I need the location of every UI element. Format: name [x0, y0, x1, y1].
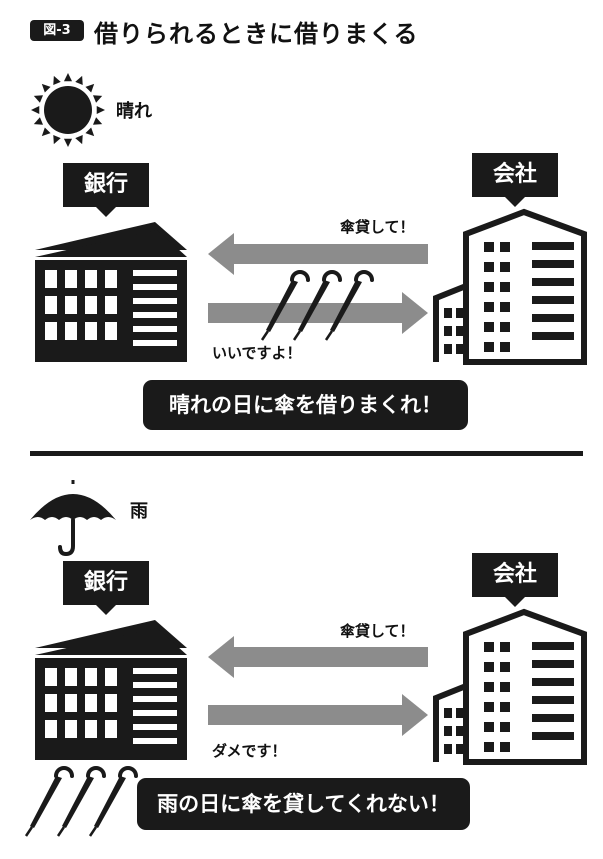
bank-building-icon: [35, 620, 187, 760]
response-label-sunny: いいですよ！: [212, 344, 302, 362]
conclusion-banner-rainy: 雨の日に傘を貸してくれない！: [137, 778, 470, 830]
sun-icon: [31, 73, 105, 147]
bank-label-tag: 銀行: [63, 561, 149, 605]
weather-label-sunny: 晴れ: [116, 101, 152, 122]
section-divider: [30, 451, 583, 456]
company-building-icon: [433, 608, 587, 765]
closed-umbrellas-icon: [24, 766, 138, 837]
arrow-right-icon: [208, 694, 428, 736]
bank-label-pointer: [96, 605, 116, 615]
response-label-rainy: ダメです！: [212, 742, 287, 760]
bank-label-tag: 銀行: [63, 163, 149, 207]
company-label-pointer: [505, 597, 525, 607]
request-label-rainy: 傘貸して！: [340, 622, 415, 640]
umbrella-icon: [30, 480, 116, 557]
weather-label-rainy: 雨: [130, 501, 148, 522]
closed-umbrellas-icon: [260, 270, 374, 341]
company-label-tag: 会社: [472, 553, 558, 597]
arrow-left-icon: [208, 233, 428, 275]
company-building-icon: [433, 208, 587, 365]
company-label-tag: 会社: [472, 153, 558, 197]
figure-title: 借りられるときに借りまくる: [94, 20, 419, 48]
bank-building-icon: [35, 222, 187, 362]
arrow-right-icon: [208, 292, 428, 334]
bank-label-pointer: [96, 207, 116, 217]
company-label-pointer: [505, 197, 525, 207]
request-label-sunny: 傘貸して！: [340, 218, 415, 236]
arrow-left-icon: [208, 636, 428, 678]
conclusion-banner-sunny: 晴れの日に傘を借りまくれ！: [143, 380, 468, 430]
figure-number-badge: 図-3: [30, 20, 84, 41]
